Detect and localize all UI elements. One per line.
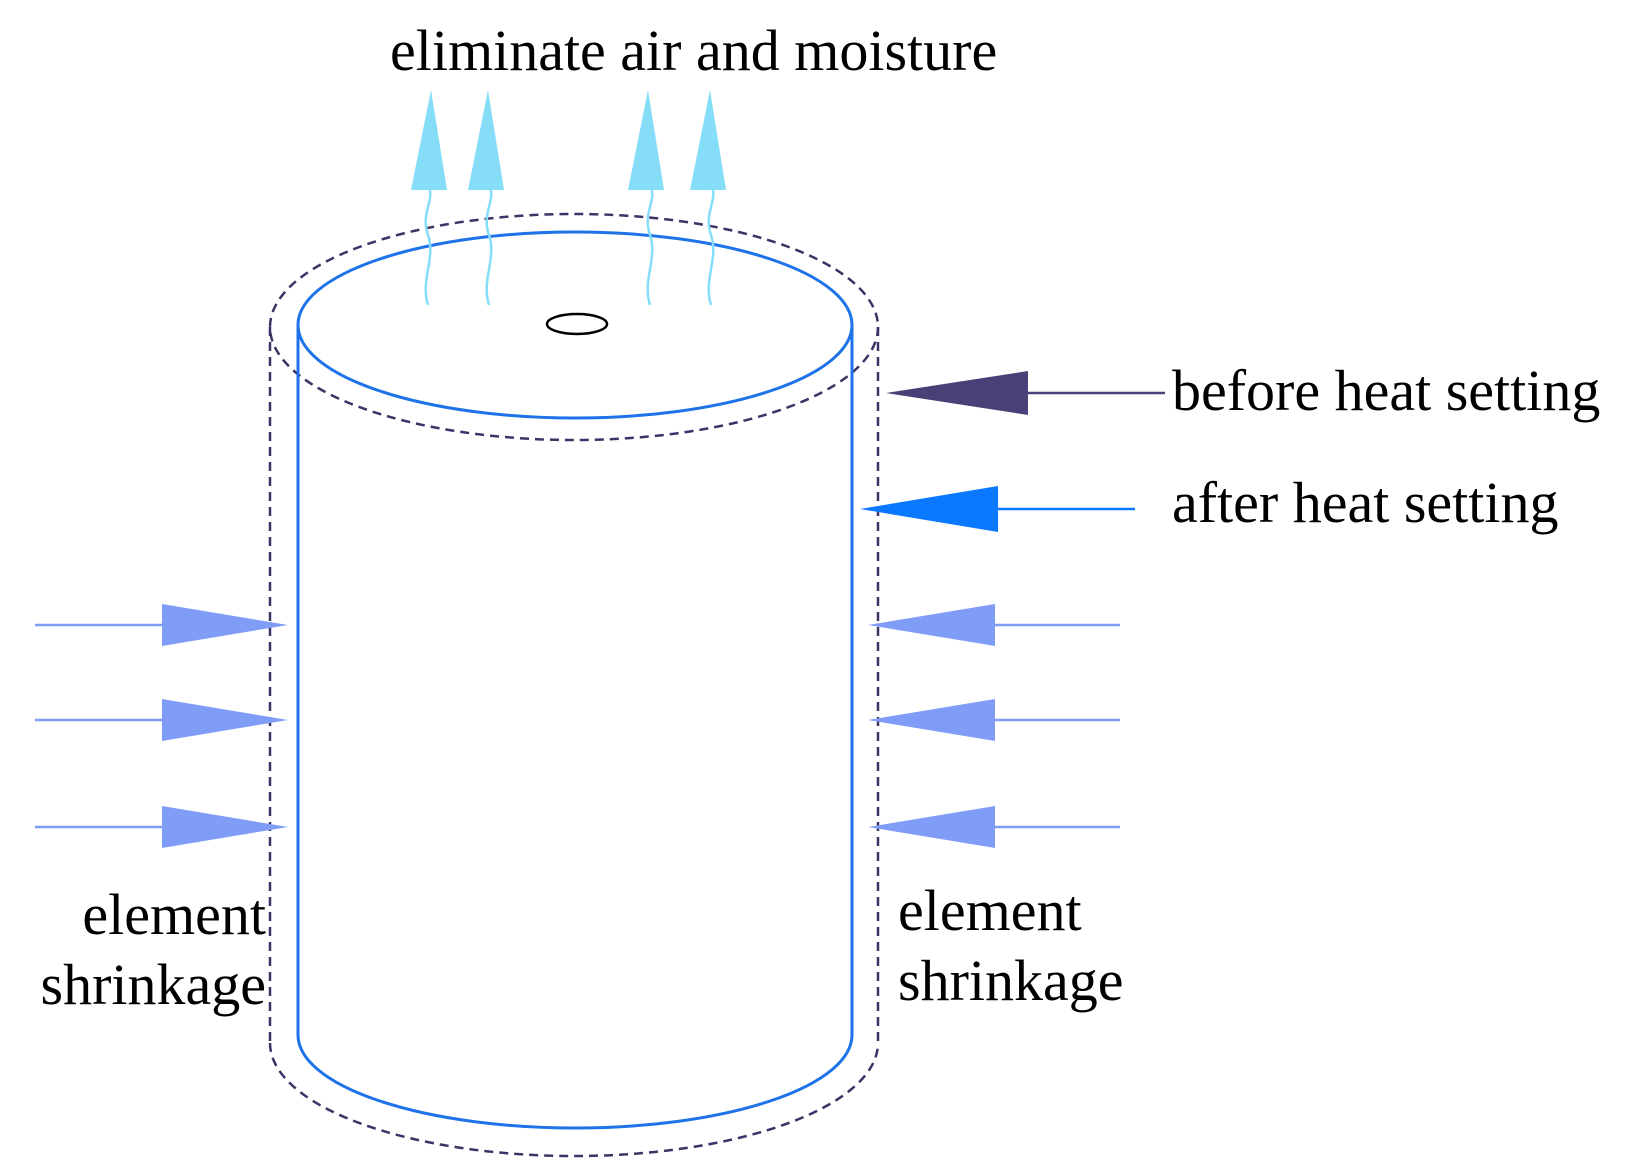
vapor-arrows [411,90,726,190]
shrink-arrow-right-1 [868,604,1120,646]
cylinder-after-heat-setting [296,230,854,1130]
vapor-wave-3 [646,184,654,306]
shrink-arrow-right-2 [868,699,1120,741]
label-left-element-shrinkage: element shrinkage [0,882,267,1017]
arrow-up-icon [690,90,726,190]
label-right-shrinkage: shrinkage [898,948,1124,1013]
label-right-element: element [898,878,1082,943]
label-right-element-shrinkage: element shrinkage [898,882,1124,1010]
vapor-streams [424,184,715,306]
arrow-right-icon [162,699,288,741]
label-before-heat-setting: before heat setting [1172,358,1601,423]
label-left-shrinkage: shrinkage [40,952,267,1017]
pointer-after-heat-setting [860,486,1135,532]
shrink-arrow-left-2 [35,699,288,741]
arrow-up-icon [468,90,504,190]
cylinder-before-heat-setting [268,212,880,1158]
arrow-right-icon [162,604,288,646]
shrink-arrow-left-1 [35,604,288,646]
arrow-left-icon [868,604,995,646]
label-left-element: element [82,882,266,947]
shrink-arrow-right-3 [868,806,1120,848]
arrow-left-icon [868,806,995,848]
arrow-left-icon [886,371,1028,415]
label-eliminate-air-moisture: eliminate air and moisture [390,18,998,83]
pointer-before-heat-setting [886,371,1165,415]
vapor-wave-2 [485,184,493,306]
arrow-up-icon [628,90,664,190]
shrinkage-arrows-right [868,604,1120,848]
outer-bottom-arc [268,1042,880,1158]
arrow-left-icon [868,699,995,741]
shrink-arrow-left-3 [35,806,288,848]
vapor-wave-1 [424,184,432,306]
arrow-left-icon [860,486,998,532]
vent-hole-icon [545,312,609,336]
shrinkage-arrows-left [35,604,288,848]
arrow-right-icon [162,806,288,848]
arrow-up-icon [411,90,447,190]
inner-bottom-arc [296,1034,854,1130]
label-after-heat-setting: after heat setting [1172,470,1559,535]
vapor-wave-4 [707,184,715,306]
